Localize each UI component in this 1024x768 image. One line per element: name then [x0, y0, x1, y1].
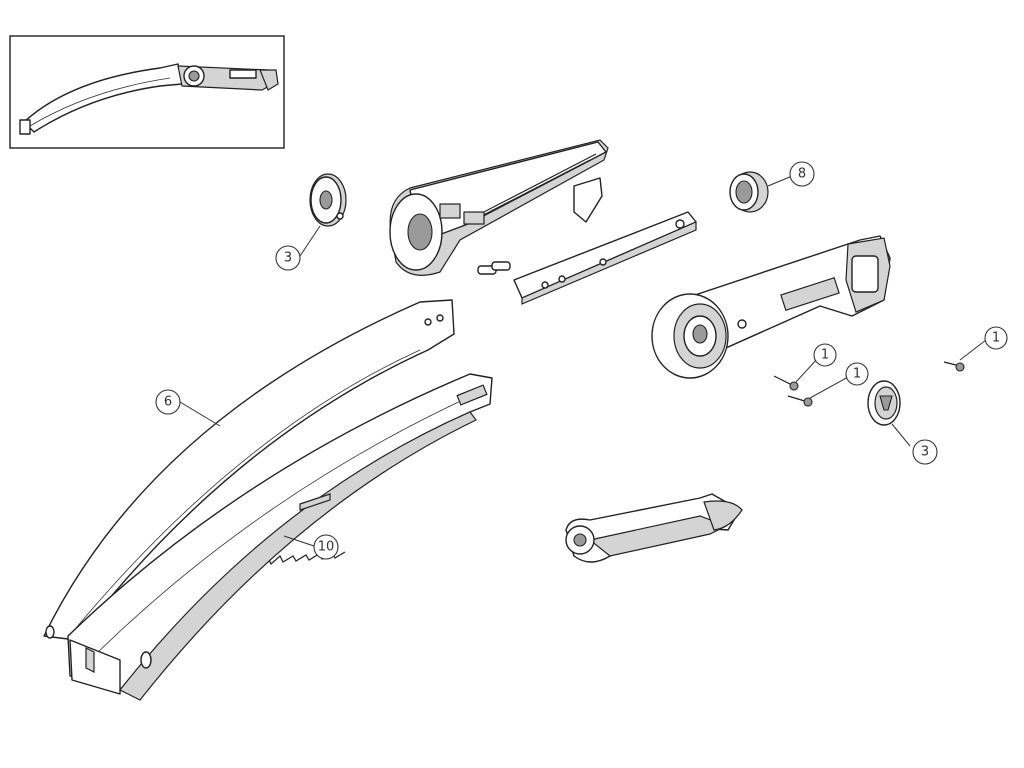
lower-grip-half: [565, 493, 743, 563]
callout-3-bottom: 3: [912, 439, 938, 465]
cap-disc-top: [309, 173, 347, 227]
callout-1-c: 1: [984, 326, 1008, 350]
connecting-bar: [513, 211, 697, 305]
assembled-saw-inset: [9, 35, 285, 149]
callout-label: 10: [318, 540, 335, 555]
screw-b: [787, 395, 813, 407]
callout-label: 1: [853, 367, 861, 382]
saw-blade: [43, 299, 455, 641]
pins-pair: [477, 261, 511, 275]
saw-scabbard: [67, 373, 493, 701]
handle-body: [651, 235, 891, 379]
callout-label: 8: [798, 167, 806, 182]
callout-8: 8: [789, 161, 815, 187]
callout-1-b: 1: [845, 362, 869, 386]
cap-disc-bottom: [867, 380, 901, 426]
callout-label: 1: [821, 348, 829, 363]
callout-label: 3: [284, 251, 292, 266]
callout-label: 1: [992, 331, 1000, 346]
ring-part: [729, 171, 769, 213]
callout-1-a: 1: [813, 343, 837, 367]
upper-housing-half: [389, 139, 609, 276]
callout-label: 6: [164, 395, 172, 410]
callout-10: 10: [313, 534, 339, 560]
leader-lines: [179, 175, 987, 547]
screw-a: [773, 375, 799, 391]
callout-label: 3: [921, 445, 929, 460]
screw-c: [943, 361, 965, 372]
callout-3-top: 3: [275, 245, 301, 271]
callout-6: 6: [155, 389, 181, 415]
